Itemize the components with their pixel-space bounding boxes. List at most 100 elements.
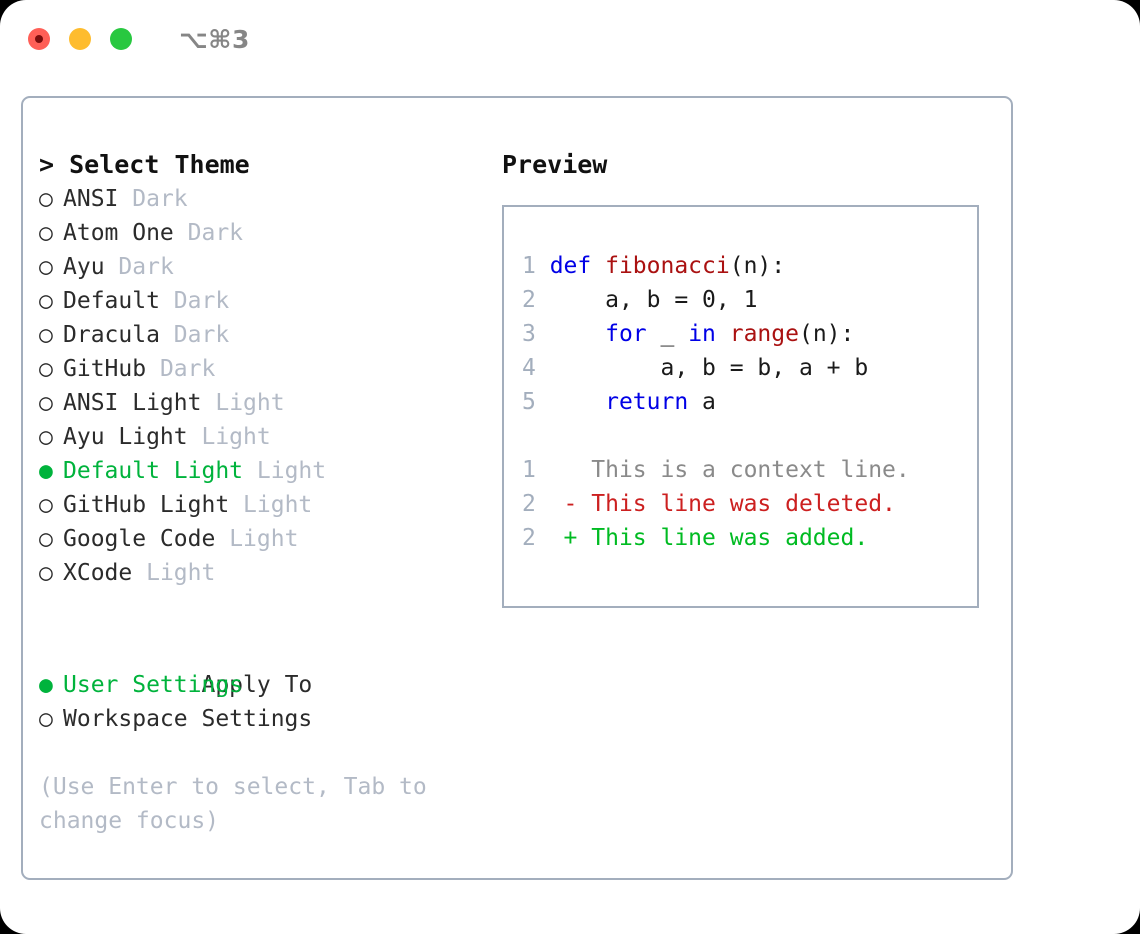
theme-name: Ayu: [63, 254, 105, 280]
theme-name: GitHub Light: [63, 492, 230, 518]
code-diff-separator: [522, 419, 910, 453]
line-number: 2: [522, 491, 550, 517]
radio-unselected-icon: ○: [39, 526, 53, 552]
code-line: 5 return a: [522, 385, 910, 419]
radio-unselected-icon: ○: [39, 186, 53, 212]
theme-mode-tag: Dark: [187, 220, 244, 246]
apply-to-label: Workspace Settings: [63, 706, 313, 732]
theme-list-item[interactable]: ○ XCode Light: [39, 556, 479, 590]
diff-line: 2 + This line was added.: [522, 521, 910, 555]
code-token: in: [688, 321, 730, 347]
code-token: (n):: [729, 253, 786, 279]
code-token: _: [646, 321, 689, 347]
apply-to-heading: Apply To: [39, 634, 479, 698]
line-number: 2: [522, 287, 550, 313]
theme-list-column: > Select Theme ○ANSI Dark○Atom One Dark○…: [39, 148, 479, 838]
radio-unselected-icon: ○: [39, 288, 53, 314]
theme-list-item[interactable]: ○ANSI Dark: [39, 182, 479, 216]
code-token: a, b = b, a + b: [549, 355, 869, 381]
apply-to-item[interactable]: ● User Settings: [39, 668, 479, 702]
theme-mode-tag: Dark: [159, 356, 216, 382]
theme-list-item[interactable]: ● Default Light Light: [39, 454, 479, 488]
theme-list: ○ANSI Dark○Atom One Dark○Ayu Dark○Defaul…: [39, 182, 479, 590]
radio-unselected-icon: ○: [39, 220, 53, 246]
code-line: 4 a, b = b, a + b: [522, 351, 910, 385]
code-line: 1 def fibonacci(n):: [522, 249, 910, 283]
code-token: a, b = 0, 1: [549, 287, 758, 313]
code-token: [550, 389, 605, 415]
code-token: for: [605, 321, 647, 347]
select-theme-heading: > Select Theme: [39, 150, 250, 179]
theme-list-item[interactable]: ○ Dracula Dark: [39, 318, 479, 352]
theme-mode-tag: Light: [256, 458, 327, 484]
theme-mode-tag: Dark: [173, 288, 230, 314]
code-token: a: [688, 389, 716, 415]
minimize-button[interactable]: [69, 28, 91, 50]
code-token: def: [549, 253, 606, 279]
line-number: 1: [522, 457, 550, 483]
theme-list-item[interactable]: ○GitHub Dark: [39, 352, 479, 386]
keyboard-hint: (Use Enter to select, Tab to change focu…: [39, 774, 441, 834]
theme-mode-tag: Light: [146, 560, 216, 586]
line-number: 2: [522, 525, 550, 551]
theme-list-item[interactable]: ○ANSI Light Light: [39, 386, 479, 420]
code-token: [550, 321, 605, 347]
theme-mode-tag: Light: [201, 424, 271, 450]
maximize-button[interactable]: [110, 28, 132, 50]
line-number: 3: [522, 321, 550, 347]
theme-list-item[interactable]: ○ Default Dark: [39, 284, 479, 318]
radio-unselected-icon: ○: [39, 560, 53, 586]
apply-to-heading-label: Apply To: [201, 672, 313, 698]
diff-line-text: - This line was deleted.: [549, 491, 896, 517]
apply-to-item[interactable]: ○ Workspace Settings: [39, 702, 479, 736]
theme-list-item[interactable]: ○ GitHub Light Light: [39, 488, 479, 522]
preview-column: Preview 1 def fibonacci(n):2 a, b = 0, 1…: [502, 148, 992, 608]
code-line: 2 a, b = 0, 1: [522, 283, 910, 317]
theme-mode-tag: Dark: [132, 186, 188, 212]
code-token: range: [729, 321, 799, 347]
code-line: 3 for _ in range(n):: [522, 317, 910, 351]
theme-list-item[interactable]: ○ Google Code Light: [39, 522, 479, 556]
radio-unselected-icon: ○: [39, 254, 53, 280]
radio-selected-icon: ●: [39, 672, 53, 698]
theme-list-item[interactable]: ○ Ayu Dark: [39, 250, 479, 284]
diff-line-text: This is a context line.: [549, 457, 910, 483]
diff-line-text: + This line was added.: [549, 525, 869, 551]
apply-to-label: User Settings: [63, 672, 244, 698]
theme-name: ANSI Light: [63, 390, 202, 416]
radio-unselected-icon: ○: [39, 706, 53, 732]
theme-name: XCode: [63, 560, 133, 586]
radio-selected-icon: ●: [39, 458, 53, 484]
theme-mode-tag: Dark: [118, 254, 174, 280]
theme-list-item[interactable]: ○Ayu Light Light: [39, 420, 479, 454]
preview-heading: Preview: [502, 150, 608, 179]
code-token: (n):: [798, 321, 855, 347]
radio-unselected-icon: ○: [39, 390, 53, 416]
theme-name: Default Light: [63, 458, 244, 484]
theme-mode-tag: Light: [229, 526, 299, 552]
theme-name: Default: [63, 288, 160, 314]
window-controls: [28, 28, 132, 50]
diff-line: 1 This is a context line.: [522, 453, 910, 487]
radio-unselected-icon: ○: [39, 424, 53, 450]
keyboard-shortcut-label: ⌥⌘3: [179, 24, 250, 54]
title-bar: ⌥⌘3: [0, 0, 1140, 78]
code-token: fibonacci: [605, 253, 730, 279]
theme-mode-tag: Light: [243, 492, 313, 518]
code-token: return: [605, 389, 689, 415]
radio-unselected-icon: ○: [39, 492, 53, 518]
theme-name: Dracula: [63, 322, 160, 348]
theme-selector-panel: > Select Theme ○ANSI Dark○Atom One Dark○…: [21, 96, 1013, 880]
radio-unselected-icon: ○: [39, 322, 53, 348]
close-button[interactable]: [28, 28, 50, 50]
theme-name: Google Code: [63, 526, 216, 552]
close-icon: [35, 35, 43, 43]
apply-to-list: ● User Settings ○ Workspace Settings: [39, 668, 479, 736]
theme-name: Atom One: [63, 220, 174, 246]
theme-list-item[interactable]: ○ Atom One Dark: [39, 216, 479, 250]
diff-line: 2 - This line was deleted.: [522, 487, 910, 521]
line-number: 4: [522, 355, 550, 381]
theme-mode-tag: Dark: [173, 322, 230, 348]
